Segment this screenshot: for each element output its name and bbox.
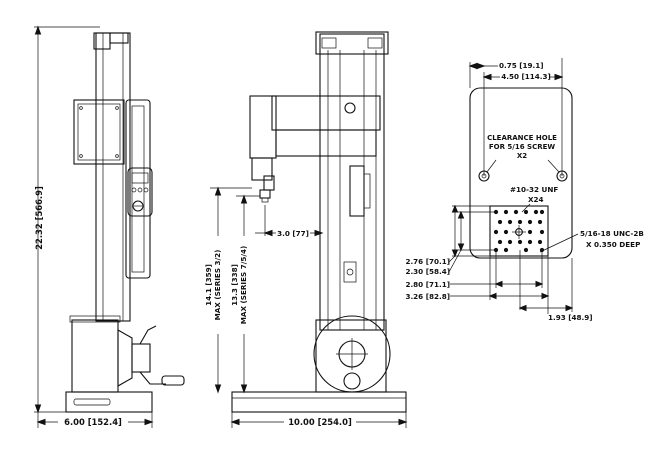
side-base-width-label: 6.00 [152.4]	[64, 417, 122, 427]
dim-193-label: 1.93 [48.9]	[548, 313, 593, 322]
clearance-note-line2: FOR 5/16 SCREW	[489, 143, 556, 151]
clearance-note-line1: CLEARANCE HOLE	[487, 134, 557, 142]
side-height-label: 22.32 [566.9]	[34, 186, 44, 250]
thread-b-label: 5/16-18 UNC-2B	[580, 229, 644, 238]
dim-326-label: 3.26 [82.8]	[405, 292, 450, 301]
thread-a-qty: X24	[528, 195, 544, 204]
front-stroke-b-note: MAX (SERIES 7/5/4)	[239, 246, 248, 324]
plate-view: 4.50 [114.3] 0.75 [19.1] CLEARANCE HOLE …	[405, 58, 644, 322]
front-base-width-label: 10.00 [254.0]	[288, 417, 352, 427]
hole-pattern	[493, 209, 545, 253]
thread-b-depth: X 0.350 DEEP	[586, 240, 640, 249]
front-stroke-a-label: 14.1 [359]	[204, 264, 213, 306]
thread-a-label: #10-32 UNF	[510, 185, 558, 194]
front-stroke-b-label: 13.3 [338]	[230, 264, 239, 306]
plate-hole-spacing-label: 4.50 [114.3]	[501, 72, 551, 81]
side-view: 22.32 [566.9]	[34, 25, 185, 428]
front-view: 3.0 [77] 14.1 [359] MAX (SERIES 3/2) 13.…	[200, 31, 408, 428]
front-reach-label: 3.0 [77]	[277, 229, 309, 238]
dim-230-label: 2.30 [58.4]	[405, 267, 450, 276]
dim-276-label: 2.76 [70.1]	[405, 257, 450, 266]
dim-280-label: 2.80 [71.1]	[405, 280, 450, 289]
plate-offset-top-label: 0.75 [19.1]	[499, 61, 544, 70]
front-stroke-a-note: MAX (SERIES 3/2)	[213, 250, 222, 321]
clearance-note-qty: X2	[517, 152, 527, 160]
